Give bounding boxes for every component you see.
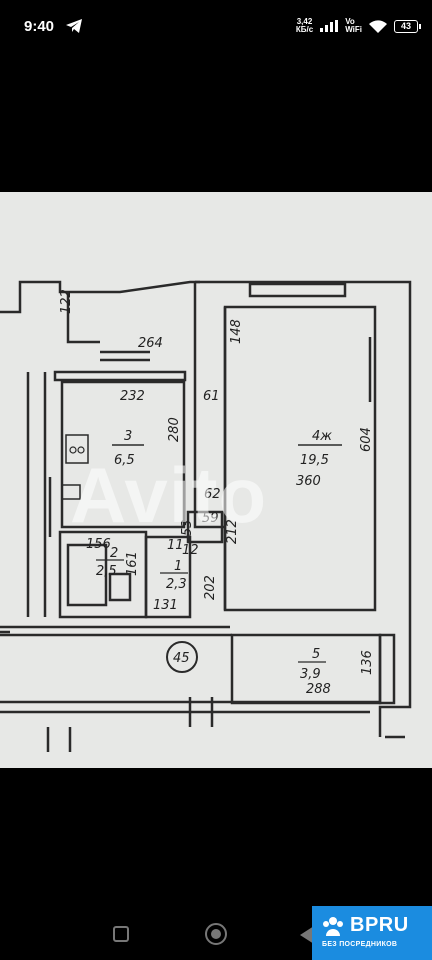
dim-label: 264: [138, 336, 163, 351]
dim-label: 202: [203, 575, 218, 600]
room-number: 2: [110, 546, 118, 561]
bpru-badge: BPRU БЕЗ ПОСРЕДНИКОВ: [312, 906, 432, 960]
room-number: 5: [312, 647, 320, 662]
recent-apps-icon[interactable]: [113, 926, 129, 942]
bpru-logo: BPRU: [350, 914, 409, 936]
home-icon[interactable]: [205, 923, 227, 945]
floor-plan-drawing: 122 264 148 232 61 280 604 360 62 59 53 …: [0, 280, 412, 752]
dim-label: 61: [203, 389, 220, 404]
telegram-icon: [66, 19, 83, 33]
dim-label: 12: [182, 543, 199, 558]
floor-plan-image: 122 264 148 232 61 280 604 360 62 59 53 …: [0, 192, 432, 768]
dim-label: 288: [306, 682, 331, 697]
dim-label: 161: [125, 551, 140, 576]
dim-label: 232: [120, 389, 145, 404]
battery-level: 43: [400, 21, 411, 31]
plan-marker: 45: [173, 651, 190, 666]
room-area: 3,9: [300, 667, 321, 682]
room-number: 3: [124, 429, 132, 444]
dim-label: 62: [204, 487, 221, 502]
room-number: 4ж: [312, 429, 332, 444]
signal-icon: [320, 20, 339, 32]
dim-label: 156: [86, 537, 111, 552]
room-area: 2,5: [96, 564, 117, 579]
clock: 9:40: [24, 17, 55, 35]
room-area: 2,3: [166, 577, 187, 592]
dim-label: 212: [225, 519, 240, 544]
dim-label: 136: [360, 650, 375, 675]
status-bar: 9:40 3,42 КБ/с Vo WiFi 43: [0, 0, 432, 52]
wifi-icon: [369, 19, 387, 33]
battery-icon: 43: [394, 19, 421, 33]
dim-label: 53: [180, 519, 195, 536]
dim-label: 59: [202, 511, 219, 526]
dim-label: 11: [167, 538, 184, 553]
people-icon: [323, 916, 343, 936]
stove-icon: [65, 434, 89, 464]
dim-label: 604: [359, 427, 374, 452]
dim-label: 280: [167, 417, 182, 442]
dim-label: 148: [229, 319, 244, 344]
dim-label: 360: [296, 474, 321, 489]
network-speed: 3,42 КБ/с: [295, 17, 314, 34]
vowifi-label: Vo WiFi: [345, 17, 362, 34]
room-number: 1: [174, 559, 182, 574]
dim-label: 131: [153, 598, 178, 613]
dim-label: 122: [59, 289, 74, 314]
bpru-subtitle: БЕЗ ПОСРЕДНИКОВ: [322, 941, 398, 948]
back-icon[interactable]: [300, 926, 314, 944]
avito-watermark: Avito: [70, 451, 268, 539]
room-area: 19,5: [300, 453, 329, 468]
status-icons: 3,42 КБ/с Vo WiFi 43: [295, 17, 421, 34]
room-area: 6,5: [114, 453, 135, 468]
